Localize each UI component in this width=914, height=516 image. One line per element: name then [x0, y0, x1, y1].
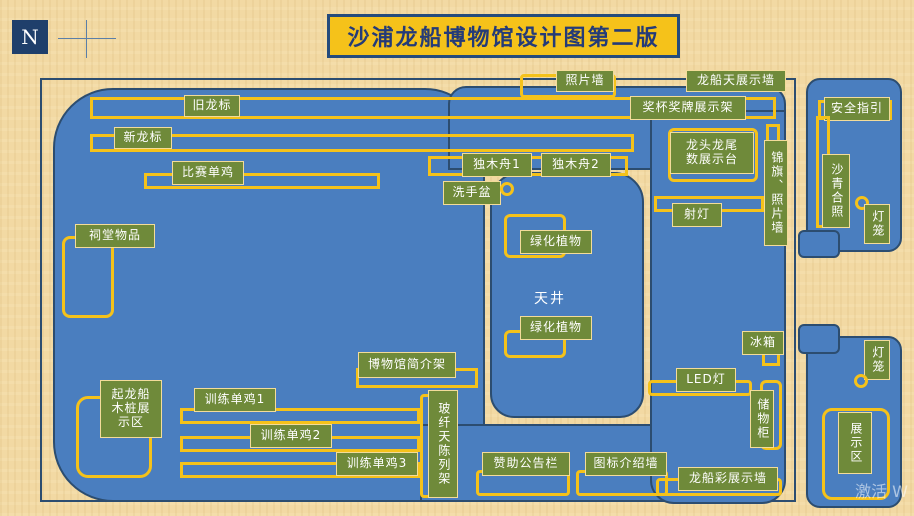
canoe-2-label: 独木舟2 — [541, 153, 611, 177]
new-dragon-flag-rail — [90, 134, 634, 152]
compass-horizontal-line — [58, 38, 116, 39]
canoe-1-label: 独木舟1 — [462, 153, 532, 177]
side-small-box-lower — [798, 324, 840, 354]
safety-guide-label: 安全指引 — [824, 97, 890, 121]
lantern-upper-icon — [855, 196, 869, 210]
dragon-boat-sky-wall-label: 龙船天展示墙 — [686, 70, 786, 92]
spotlight-label: 射灯 — [672, 203, 722, 227]
race-boat-label: 比赛单鸡 — [172, 161, 244, 185]
dragon-head-tail-label: 龙头龙尾数展示台 — [670, 132, 754, 174]
exhibit-area-rail — [822, 408, 890, 500]
north-compass-icon: N — [12, 20, 48, 54]
museum-intro-label: 博物馆简介架 — [358, 352, 456, 378]
training-boat-3-rail — [180, 462, 420, 478]
storage-cabinet-label: 储物柜 — [750, 390, 774, 448]
compass-vertical-line — [86, 20, 87, 58]
old-dragon-flag-label: 旧龙标 — [184, 95, 240, 117]
group-photo-label: 沙青合照 — [822, 154, 850, 228]
ancestral-items-rail — [62, 236, 114, 318]
lantern-upper-label: 灯笼 — [864, 204, 890, 244]
training-boat-3-label: 训练单鸡3 — [336, 452, 418, 476]
washbasin-icon — [500, 182, 514, 196]
side-small-box-upper — [798, 230, 840, 258]
lantern-lower-icon — [854, 374, 868, 388]
colored-boat-wall-label: 龙船彩展示墙 — [678, 467, 778, 491]
race-boat-rail — [144, 173, 380, 189]
trophy-rack-rail — [90, 97, 776, 119]
fiberglass-rack-label: 玻纤天陈列架 — [428, 390, 458, 498]
training-boat-1-label: 训练单鸡1 — [194, 388, 276, 412]
greenery-lower-label: 绿化植物 — [520, 316, 592, 340]
training-boat-2-label: 训练单鸡2 — [250, 424, 332, 448]
dragon-head-tail-rail — [668, 128, 758, 182]
patio-label: 天井 — [534, 291, 566, 307]
icon-wall-label: 图标介绍墙 — [585, 452, 667, 476]
sponsor-board-label: 赞助公告栏 — [482, 452, 570, 476]
trophy-rack-label: 奖杯奖牌展示架 — [630, 96, 746, 120]
banner-photo-wall-label: 锦旗、照片墙 — [764, 140, 788, 246]
page-title: 沙浦龙船博物馆设计图第二版 — [327, 14, 680, 58]
fridge-label: 冰箱 — [742, 331, 784, 355]
exhibit-area-label: 展示区 — [838, 412, 872, 474]
ancestral-items-label: 祠堂物品 — [75, 224, 155, 248]
greenery-upper-label: 绿化植物 — [520, 230, 592, 254]
new-dragon-flag-label: 新龙标 — [114, 127, 172, 149]
watermark-text: 激活 W — [855, 482, 908, 501]
dragon-stake-area-label: 起龙船木桩展示区 — [100, 380, 162, 438]
photo-wall-label: 照片墙 — [556, 70, 614, 92]
led-light-label: LED灯 — [676, 368, 736, 392]
lantern-lower-label: 灯笼 — [864, 340, 890, 380]
training-boat-1-rail — [180, 408, 420, 424]
washbasin-label: 洗手盆 — [443, 181, 501, 205]
